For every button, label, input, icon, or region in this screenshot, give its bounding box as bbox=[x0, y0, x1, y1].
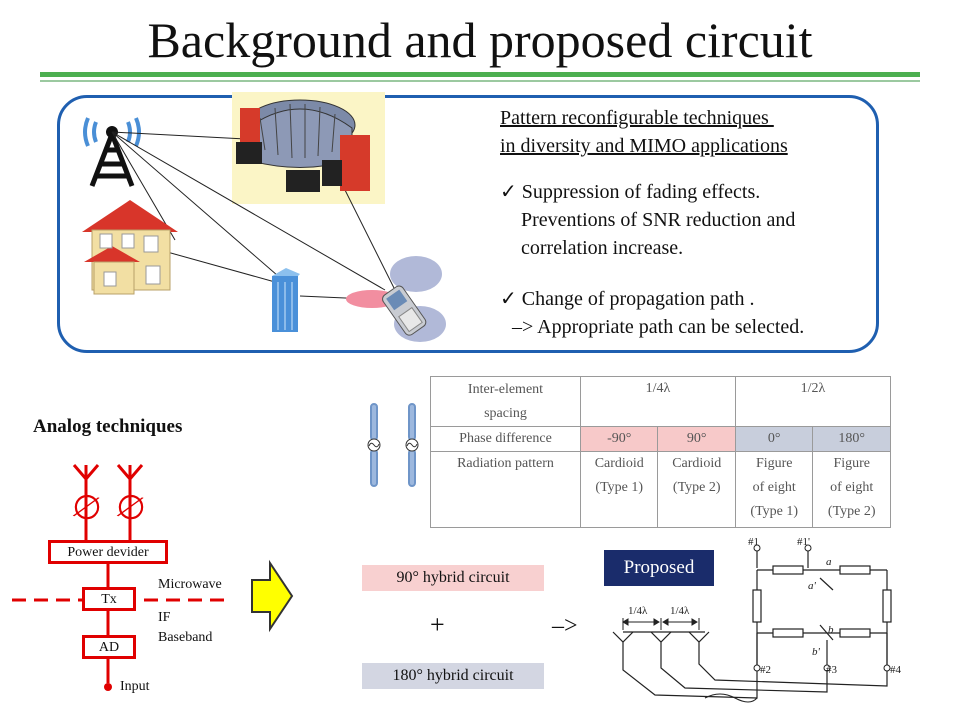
pattern-cell: Figure bbox=[833, 456, 871, 471]
pattern-cell: Figure bbox=[755, 456, 793, 471]
node-label: b bbox=[828, 624, 834, 636]
hybrid-90-label: 90° hybrid circuit bbox=[362, 565, 544, 591]
port-label: #1 bbox=[748, 536, 759, 548]
node-label: b' bbox=[812, 646, 820, 658]
pattern-table: Inter-element spacing 1/4λ 1/2λ Phase dif… bbox=[430, 376, 892, 528]
path-bullet: ✓ Change of propagation path . –> Approp… bbox=[500, 285, 804, 341]
dipole-array-icon bbox=[367, 403, 419, 487]
if-label: IF bbox=[158, 610, 171, 625]
pattern-cell: (Type 1) bbox=[750, 504, 799, 519]
port-label: #4 bbox=[890, 664, 901, 676]
background-panel bbox=[57, 95, 879, 353]
pattern-cell: of eight bbox=[752, 480, 796, 495]
table-header-cell: spacing bbox=[484, 405, 527, 421]
hybrid-180-label: 180° hybrid circuit bbox=[362, 663, 544, 689]
check-icon: ✓ bbox=[500, 288, 517, 310]
node-label: a' bbox=[808, 580, 816, 592]
node-label: a bbox=[826, 556, 832, 568]
title-underline-thin bbox=[40, 80, 920, 82]
pattern-cell: of eight bbox=[830, 480, 874, 495]
port-label: #3 bbox=[826, 664, 837, 676]
pattern-cell: (Type 2) bbox=[672, 480, 721, 495]
page-title: Background and proposed circuit bbox=[147, 12, 813, 68]
pattern-label-cell: Radiation pattern bbox=[430, 451, 581, 528]
table-row: Radiation pattern Cardioid (Type 1) Cardi… bbox=[430, 451, 891, 528]
analog-heading: Analog techniques bbox=[33, 416, 183, 437]
check-icon: ✓ bbox=[500, 181, 517, 203]
fading-bullet: ✓ Suppression of fading effects. Prevent… bbox=[500, 178, 795, 262]
bullet1-line3: correlation increase. bbox=[521, 237, 684, 259]
baseband-label: Baseband bbox=[158, 630, 213, 645]
mobile-phone-icon bbox=[382, 285, 427, 336]
table-header-cell: Inter-element bbox=[467, 381, 544, 397]
propagation-illustration bbox=[82, 99, 446, 342]
spacing-label: 1/4λ bbox=[670, 605, 690, 617]
spacing-label: 1/4λ bbox=[628, 605, 648, 617]
spacing-quarter-cell: 1/4λ bbox=[579, 376, 736, 427]
tx-box: Tx bbox=[82, 587, 136, 611]
phase-cell: -90° bbox=[579, 426, 659, 452]
proposed-badge: Proposed bbox=[604, 550, 714, 586]
input-label: Input bbox=[120, 679, 150, 694]
bullet2-line1: Change of propagation path . bbox=[521, 288, 755, 310]
bullet1-line1: Suppression of fading effects. bbox=[521, 181, 761, 203]
proposed-circuit-schematic bbox=[612, 544, 892, 703]
stadium-icon bbox=[236, 99, 370, 192]
right-arrow-icon bbox=[251, 559, 294, 633]
bullet1-line2: Preventions of SNR reduction and bbox=[521, 209, 796, 231]
input-terminal bbox=[104, 683, 112, 691]
port-label: #2 bbox=[760, 664, 771, 676]
panel-heading-line1: Pattern reconfigurable techniques bbox=[500, 107, 774, 129]
phase-label-cell: Phase difference bbox=[430, 426, 581, 452]
building-icon bbox=[272, 268, 300, 332]
pattern-cell: (Type 1) bbox=[595, 480, 644, 495]
phase-cell: 0° bbox=[734, 426, 814, 452]
radio-tower-icon bbox=[83, 117, 141, 187]
plus-sign: + bbox=[430, 610, 445, 639]
arrow-text: –> bbox=[552, 613, 578, 639]
house-icon bbox=[82, 200, 178, 295]
table-row: Phase difference -90° 90° 0° 180° bbox=[430, 426, 891, 452]
title-underline bbox=[40, 72, 920, 77]
bullet2-line2: –> Appropriate path can be selected. bbox=[512, 316, 805, 338]
ad-box: AD bbox=[82, 635, 136, 659]
panel-heading-line2: in diversity and MIMO applications bbox=[500, 135, 788, 157]
power-divider-box: Power devider bbox=[48, 540, 168, 564]
pattern-cell: Cardioid bbox=[672, 456, 722, 471]
microwave-label: Microwave bbox=[158, 577, 222, 592]
port-label: #1' bbox=[797, 536, 810, 548]
table-row: Inter-element spacing 1/4λ 1/2λ bbox=[430, 376, 892, 427]
pattern-cell: (Type 2) bbox=[827, 504, 876, 519]
phase-cell: 90° bbox=[657, 426, 736, 452]
spacing-half-cell: 1/2λ bbox=[734, 376, 892, 427]
panel-heading: Pattern reconfigurable techniques in div… bbox=[500, 104, 788, 160]
phase-cell: 180° bbox=[812, 426, 891, 452]
pattern-cell: Cardioid bbox=[594, 456, 644, 471]
